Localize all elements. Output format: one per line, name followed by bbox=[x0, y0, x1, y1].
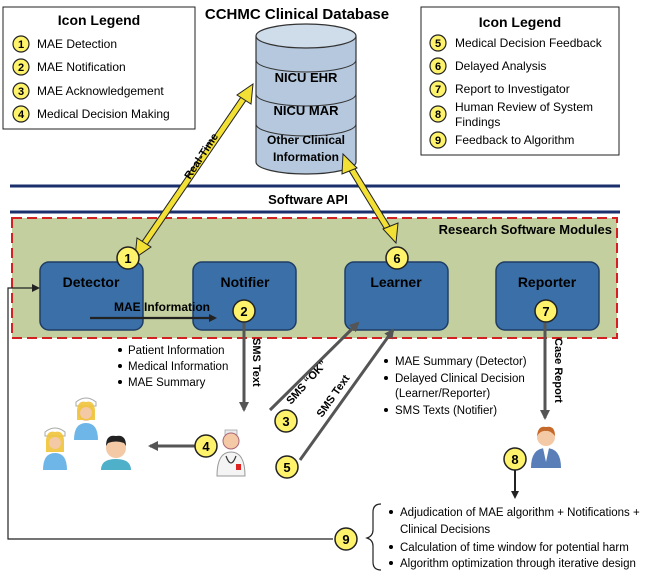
review-brace bbox=[365, 503, 382, 571]
legend-right: Icon Legend 5 Medical Decision Feedback … bbox=[420, 6, 620, 156]
legend-left-item: 1 MAE Detection bbox=[12, 35, 117, 53]
badge-5: 5 bbox=[275, 455, 299, 479]
badge-9-text: 9 bbox=[342, 532, 349, 547]
modules-label: Research Software Modules bbox=[439, 222, 612, 237]
notifier-info-list: Patient Information Medical Information … bbox=[118, 345, 228, 389]
legend-right-item: 7 Report to Investigator bbox=[429, 80, 570, 98]
nurse-icon bbox=[43, 427, 67, 470]
legend-badge-4: 4 bbox=[18, 109, 25, 121]
legend-left-item: 4 Medical Decision Making bbox=[12, 105, 170, 123]
module-detector-label: Detector bbox=[63, 274, 120, 290]
learner-db-arrow bbox=[341, 152, 399, 245]
legend-badge-7: 7 bbox=[435, 84, 441, 96]
realtime-label: Real-Time bbox=[182, 131, 221, 181]
feedback-loop-line bbox=[7, 284, 333, 540]
legend-item-label-line2: Findings bbox=[455, 115, 500, 129]
badge-2: 2 bbox=[232, 299, 256, 323]
page-title: CCHMC Clinical Database bbox=[205, 6, 389, 23]
legend-left: Icon Legend 1 MAE Detection 2 MAE Notifi… bbox=[2, 6, 196, 130]
mae-info-label: MAE Information bbox=[114, 300, 210, 314]
badge-3: 3 bbox=[274, 409, 298, 433]
badge-6-text: 6 bbox=[393, 251, 400, 266]
legend-item-label: Report to Investigator bbox=[455, 82, 570, 96]
badge-4-text: 4 bbox=[202, 439, 210, 454]
badge-3-text: 3 bbox=[282, 414, 289, 429]
legend-badge-3: 3 bbox=[18, 86, 24, 98]
db-section-other-line1: Other Clinical bbox=[267, 133, 345, 147]
legend-item-label: Medical Decision Making bbox=[37, 107, 170, 121]
legend-badge-6: 6 bbox=[435, 61, 441, 73]
badge-8: 8 bbox=[503, 447, 527, 471]
legend-badge-5: 5 bbox=[435, 38, 441, 50]
api-label: Software API bbox=[268, 192, 348, 207]
notifier-bullet: Patient Information bbox=[128, 345, 225, 357]
legend-left-title: Icon Legend bbox=[58, 12, 140, 28]
legend-item-label: MAE Notification bbox=[37, 60, 126, 74]
badge-9: 9 bbox=[334, 527, 358, 551]
legend-item-label: Medical Decision Feedback bbox=[455, 36, 603, 50]
learner-bullet: SMS Texts (Notifier) bbox=[395, 405, 497, 417]
legend-right-item: 6 Delayed Analysis bbox=[429, 57, 546, 75]
badge-5-text: 5 bbox=[283, 460, 290, 475]
badge-7: 7 bbox=[534, 299, 558, 323]
legend-item-label: Human Review of System bbox=[455, 100, 593, 114]
badge-2-text: 2 bbox=[240, 304, 247, 319]
legend-badge-9: 9 bbox=[435, 135, 441, 147]
legend-left-item: 2 MAE Notification bbox=[12, 58, 126, 76]
nurse-icon bbox=[74, 397, 98, 440]
investigator-icon bbox=[531, 426, 561, 468]
legend-item-label: MAE Acknowledgement bbox=[37, 84, 164, 98]
module-notifier-label: Notifier bbox=[221, 274, 271, 290]
db-section-other-line2: Information bbox=[273, 150, 339, 164]
learner-bullet: Delayed Clinical Decision bbox=[395, 373, 525, 385]
module-reporter-label: Reporter bbox=[518, 274, 577, 290]
review-bullet: Adjudication of MAE algorithm + Notifica… bbox=[400, 507, 640, 519]
legend-badge-8: 8 bbox=[435, 109, 441, 121]
notifier-bullet: MAE Summary bbox=[128, 377, 206, 389]
module-detector: Detector bbox=[39, 261, 144, 331]
learner-info-list: MAE Summary (Detector) Delayed Clinical … bbox=[384, 356, 527, 417]
legend-right-title: Icon Legend bbox=[479, 14, 561, 30]
sms-feedback-arrow bbox=[298, 328, 395, 461]
badge-6: 6 bbox=[385, 246, 409, 270]
legend-item-label: Feedback to Algorithm bbox=[455, 133, 574, 147]
legend-left-item: 3 MAE Acknowledgement bbox=[12, 82, 164, 100]
case-report-label: Case Report bbox=[552, 338, 564, 403]
notifier-bullet: Medical Information bbox=[128, 361, 228, 373]
learner-bullet-cont: (Learner/Reporter) bbox=[395, 388, 490, 400]
legend-item-label: Delayed Analysis bbox=[455, 59, 546, 73]
realtime-arrow bbox=[134, 82, 254, 260]
doctor-icon bbox=[216, 429, 246, 477]
patient-icon bbox=[101, 435, 131, 470]
database-cylinder: NICU EHR NICU MAR Other Clinical Informa… bbox=[255, 23, 357, 175]
db-section-nicu-ehr: NICU EHR bbox=[275, 70, 338, 85]
module-learner-label: Learner bbox=[370, 274, 422, 290]
review-list: Adjudication of MAE algorithm + Notifica… bbox=[389, 507, 640, 570]
review-bullet: Algorithm optimization through iterative… bbox=[400, 558, 636, 570]
review-bullet-cont: Clinical Decisions bbox=[400, 524, 490, 536]
badge-7-text: 7 bbox=[542, 304, 549, 319]
sms-ok-arrow bbox=[268, 321, 360, 412]
badge-4: 4 bbox=[194, 434, 218, 458]
legend-item-label: MAE Detection bbox=[37, 37, 117, 51]
legend-right-item: 5 Medical Decision Feedback bbox=[429, 34, 603, 52]
legend-badge-2: 2 bbox=[18, 62, 24, 74]
badge-8-text: 8 bbox=[511, 452, 518, 467]
module-learner: Learner bbox=[344, 261, 449, 331]
legend-right-item: 9 Feedback to Algorithm bbox=[429, 131, 574, 149]
legend-right-item: 8 Human Review of System Findings bbox=[429, 100, 593, 129]
db-section-nicu-mar: NICU MAR bbox=[274, 103, 340, 118]
notifier-sms-label: SMS Text bbox=[250, 338, 262, 387]
badge-1-text: 1 bbox=[124, 251, 131, 266]
module-reporter: Reporter bbox=[495, 261, 600, 331]
review-bullet: Calculation of time window for potential… bbox=[400, 542, 629, 554]
legend-badge-1: 1 bbox=[18, 39, 24, 51]
badge-1: 1 bbox=[116, 246, 140, 270]
learner-bullet: MAE Summary (Detector) bbox=[395, 356, 527, 368]
